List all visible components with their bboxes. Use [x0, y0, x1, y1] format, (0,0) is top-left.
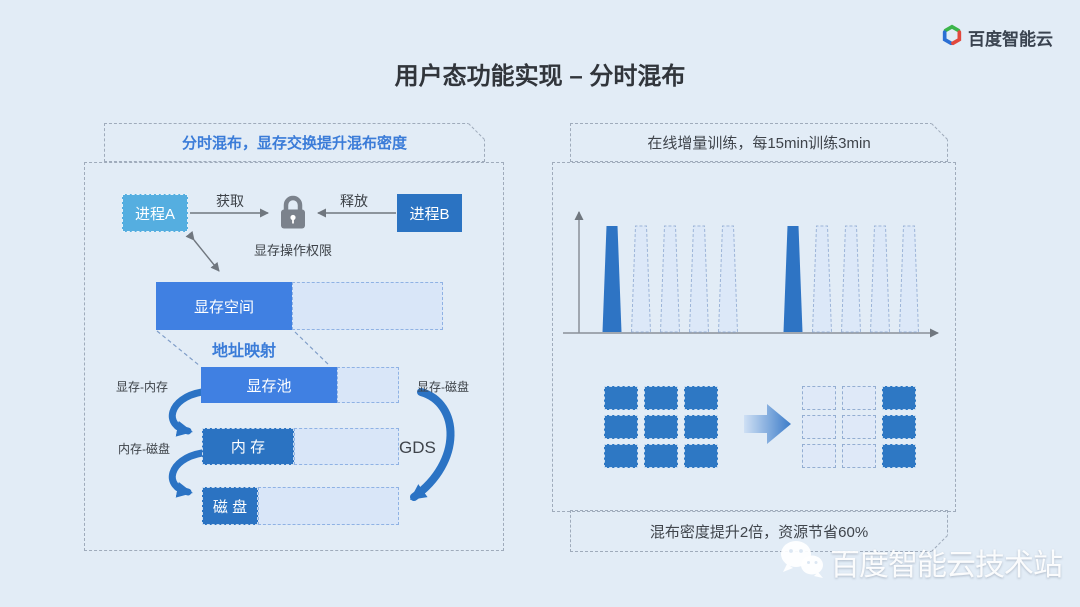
- folded-corner: [931, 535, 948, 552]
- gpu-cell-busy: [684, 386, 718, 410]
- gpu-cell-busy: [882, 386, 916, 410]
- vram-disk-label: 显存-磁盘: [417, 380, 469, 394]
- gpu-cell-busy: [882, 415, 916, 439]
- folded-corner: [931, 123, 948, 140]
- gpu-cell-busy: [604, 444, 638, 468]
- acquire-label: 获取: [216, 193, 244, 209]
- address-mapping-label: 地址映射: [212, 343, 277, 360]
- vram-space-free-segment: [292, 282, 443, 330]
- right-panel-title: 在线增量训练，每15min训练3min: [647, 135, 871, 152]
- gpu-cell-busy: [882, 444, 916, 468]
- gpu-cell-free: [802, 386, 836, 410]
- vram-space-node: 显存空间: [156, 282, 292, 330]
- disk-free-segment: [258, 487, 399, 525]
- gpu-grid-before: [604, 386, 718, 468]
- gpu-cell-busy: [684, 415, 718, 439]
- right-panel-footer-box: 混布密度提升2倍，资源节省60%: [570, 510, 948, 552]
- left-panel-header-box: 分时混布，显存交换提升混布密度: [104, 123, 485, 162]
- gds-label: GDS: [399, 438, 436, 457]
- baidu-cloud-logo-icon: [941, 23, 963, 52]
- gpu-cell-free: [802, 444, 836, 468]
- gpu-cell-busy: [644, 386, 678, 410]
- wechat-icon: [778, 538, 826, 585]
- gpu-cell-free: [842, 415, 876, 439]
- process-b-node: 进程B: [397, 194, 462, 232]
- process-a-node: 进程A: [122, 194, 188, 232]
- brand-name: 百度智能云: [968, 30, 1053, 49]
- right-panel-body-box: [552, 162, 956, 512]
- gpu-cell-busy: [604, 386, 638, 410]
- gpu-grid-after: [802, 386, 916, 468]
- gpu-cell-busy: [684, 444, 718, 468]
- memory-free-segment: [294, 428, 399, 465]
- left-panel-title: 分时混布，显存交换提升混布密度: [181, 135, 407, 152]
- lock-icon: [276, 193, 310, 238]
- vram-pool-node: 显存池: [201, 367, 337, 403]
- brand-logo: 百度智能云: [941, 23, 1053, 52]
- right-panel-footer: 混布密度提升2倍，资源节省60%: [649, 523, 869, 541]
- gpu-cell-free: [842, 444, 876, 468]
- release-label: 释放: [340, 193, 368, 209]
- page-title: 用户态功能实现 – 分时混布: [394, 63, 686, 90]
- vram-mem-label: 显存-内存: [116, 380, 168, 394]
- watermark: 百度智能云技术站: [778, 538, 1063, 585]
- gpu-cell-free: [802, 415, 836, 439]
- watermark-text: 百度智能云技术站: [830, 548, 1063, 582]
- folded-corner: [468, 123, 485, 140]
- gpu-cell-busy: [644, 415, 678, 439]
- memory-node: 内 存: [202, 428, 294, 465]
- mem-disk-label: 内存-磁盘: [118, 442, 170, 456]
- left-panel-body-box: [84, 162, 504, 551]
- vram-pool-free-segment: [337, 367, 399, 403]
- gpu-cell-free: [842, 386, 876, 410]
- disk-node: 磁 盘: [202, 487, 258, 525]
- gpu-cell-busy: [644, 444, 678, 468]
- gpu-cell-busy: [604, 415, 638, 439]
- right-panel-header-box: 在线增量训练，每15min训练3min: [570, 123, 948, 162]
- lock-caption: 显存操作权限: [253, 243, 332, 258]
